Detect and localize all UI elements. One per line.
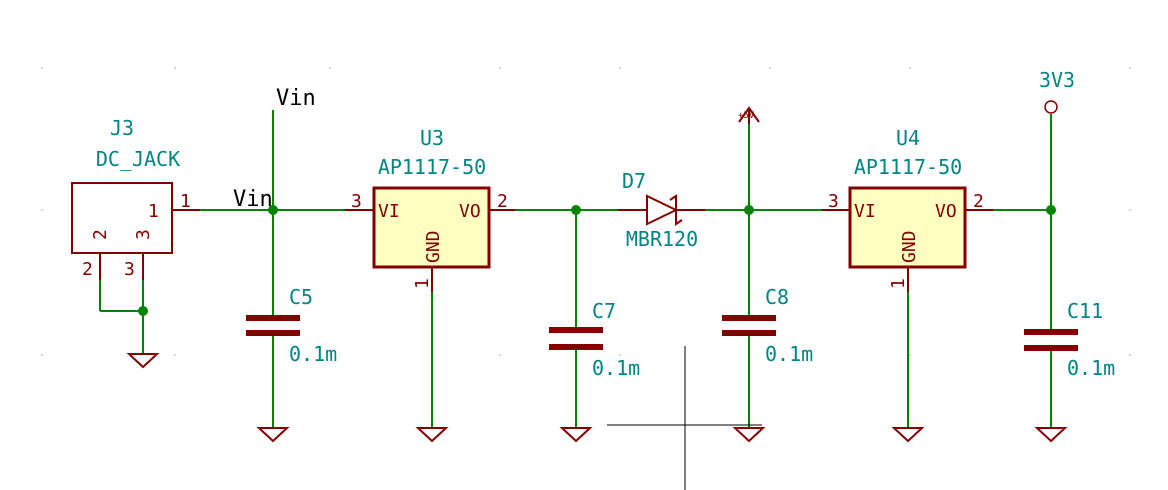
regulator-u4[interactable]: U4 AP1117-50 VI VO GND 3 2 1	[822, 126, 993, 292]
capacitor-c11[interactable]: C11 0.1m	[1024, 299, 1115, 380]
ground-icon[interactable]	[732, 427, 766, 443]
connector-j3[interactable]: J3 DC_JACK 1 1 2 3 2 3	[71, 116, 200, 280]
ground-symbols	[126, 353, 1068, 443]
j3-value: DC_JACK	[96, 147, 180, 171]
rail-3v3-label: 3V3	[1039, 68, 1075, 92]
ground-icon[interactable]	[559, 427, 593, 443]
plus5v-label: +5V	[738, 111, 755, 121]
vin-power-label: Vin	[276, 86, 316, 111]
d7-reference: D7	[622, 169, 646, 193]
j3-pin1-number: 1	[148, 201, 159, 222]
crosshair-cursor-icon	[607, 346, 762, 490]
c7-reference: C7	[592, 299, 616, 323]
u4-gnd-pin-name: GND	[899, 230, 920, 263]
u4-pin1-number: 1	[888, 278, 909, 289]
c11-value: 0.1m	[1067, 356, 1115, 380]
j3-body	[71, 182, 173, 254]
u4-vi-pin-name: VI	[854, 201, 876, 222]
rail-3v3-power-flag[interactable]: 3V3	[1039, 68, 1075, 114]
junction-dot	[138, 306, 148, 316]
j3-pin3-outer-number: 3	[124, 259, 135, 280]
ground-icon[interactable]	[256, 427, 290, 443]
c5-value: 0.1m	[289, 342, 337, 366]
u3-gnd-pin-name: GND	[423, 230, 444, 263]
junction-dot	[571, 205, 581, 215]
wires	[99, 110, 1052, 428]
c11-reference: C11	[1067, 299, 1103, 323]
junction-dot	[744, 205, 754, 215]
capacitor-c8[interactable]: C8 0.1m	[722, 285, 813, 366]
junction-dot	[268, 205, 278, 215]
u3-pin2-number: 2	[497, 191, 508, 212]
diode-d7[interactable]: D7 MBR120	[618, 169, 705, 251]
u4-body	[848, 186, 967, 269]
ground-icon[interactable]	[1034, 427, 1068, 443]
u3-value: AP1117-50	[378, 155, 486, 179]
u3-reference: U3	[420, 126, 444, 150]
j3-pin2-outer-number: 2	[82, 259, 93, 280]
power-circle-icon	[1044, 100, 1058, 114]
ground-icon[interactable]	[891, 427, 925, 443]
u3-body	[372, 186, 491, 269]
c8-reference: C8	[765, 285, 789, 309]
grid-dots	[41, 67, 1131, 356]
u4-vo-pin-name: VO	[935, 201, 957, 222]
j3-pin2-number: 2	[90, 229, 111, 240]
j3-reference: J3	[110, 116, 134, 140]
d7-value: MBR120	[626, 227, 698, 251]
u4-pin2-number: 2	[973, 191, 984, 212]
ground-icon[interactable]	[415, 427, 449, 443]
schottky-bar-icon	[669, 194, 683, 226]
u4-pin3-number: 3	[828, 191, 839, 212]
plus5v-power-flag[interactable]: +5V	[738, 106, 760, 124]
j3-pin1-outer-number: 1	[180, 191, 191, 212]
u3-pin3-number: 3	[351, 191, 362, 212]
j3-pin3-number: 3	[133, 229, 154, 240]
ground-icon[interactable]	[126, 353, 160, 369]
arrow-up-icon	[738, 106, 760, 123]
regulator-u3[interactable]: U3 AP1117-50 VI VO GND 3 2 1	[345, 126, 515, 292]
c7-value: 0.1m	[592, 356, 640, 380]
diode-triangle-icon	[646, 194, 679, 226]
junctions	[138, 205, 1056, 316]
u4-reference: U4	[896, 126, 920, 150]
u3-vi-pin-name: VI	[378, 201, 400, 222]
junction-dot	[1046, 205, 1056, 215]
u3-pin1-number: 1	[412, 278, 433, 289]
capacitor-c5[interactable]: C5 0.1m	[246, 285, 337, 366]
c5-reference: C5	[289, 285, 313, 309]
u4-value: AP1117-50	[854, 155, 962, 179]
vin-net-label: Vin	[233, 187, 273, 212]
u3-vo-pin-name: VO	[459, 201, 481, 222]
c8-value: 0.1m	[765, 342, 813, 366]
capacitor-c7[interactable]: C7 0.1m	[549, 299, 640, 380]
